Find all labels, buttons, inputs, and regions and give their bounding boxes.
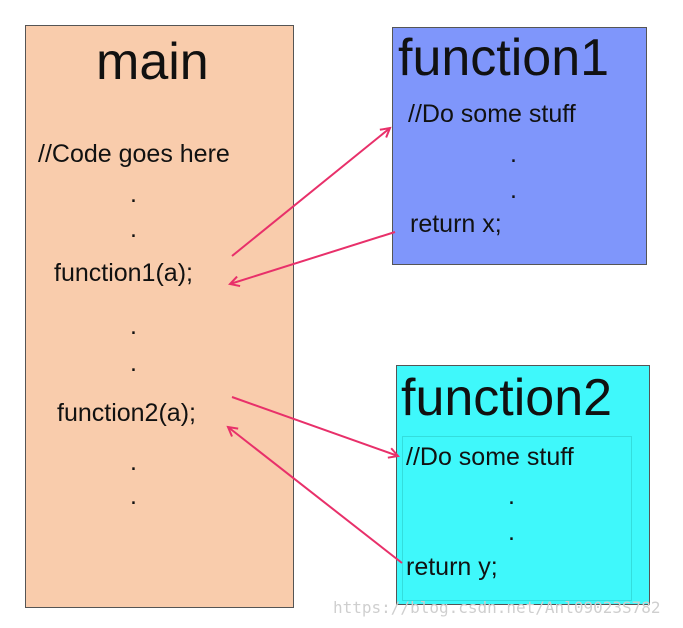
watermark: https://blog.csdn.net/Anl09023S782 [333,598,661,617]
function2-body-frame [402,436,632,601]
main-line-call-function2: function2(a); [57,399,196,427]
function2-line-return: return y; [406,553,498,581]
function2-line-dot: . [508,482,515,510]
main-line-dot: . [130,180,137,208]
main-line-dot: . [130,312,137,340]
main-line-call-function1: function1(a); [54,259,193,287]
function2-line-dot: . [508,518,515,546]
function1-box [392,27,647,265]
function1-line-comment: //Do some stuff [408,100,576,128]
function2-line-comment: //Do some stuff [406,443,574,471]
return-arrow-function1 [230,231,396,284]
main-box [25,25,294,608]
function1-line-return: return x; [410,210,502,238]
return-arrow-function2 [228,427,403,564]
function1-line-dot: . [510,140,517,168]
call-arrow-function2 [231,396,398,456]
main-line-comment: //Code goes here [38,140,230,168]
main-line-dot: . [130,349,137,377]
main-line-dot: . [130,482,137,510]
function2-box [396,365,650,605]
main-line-dot: . [130,448,137,476]
function1-title: function1 [398,29,610,87]
main-line-dot: . [130,215,137,243]
call-arrow-function1 [231,128,390,257]
main-title: main [96,33,209,91]
function2-title: function2 [401,369,613,427]
function1-line-dot: . [510,176,517,204]
